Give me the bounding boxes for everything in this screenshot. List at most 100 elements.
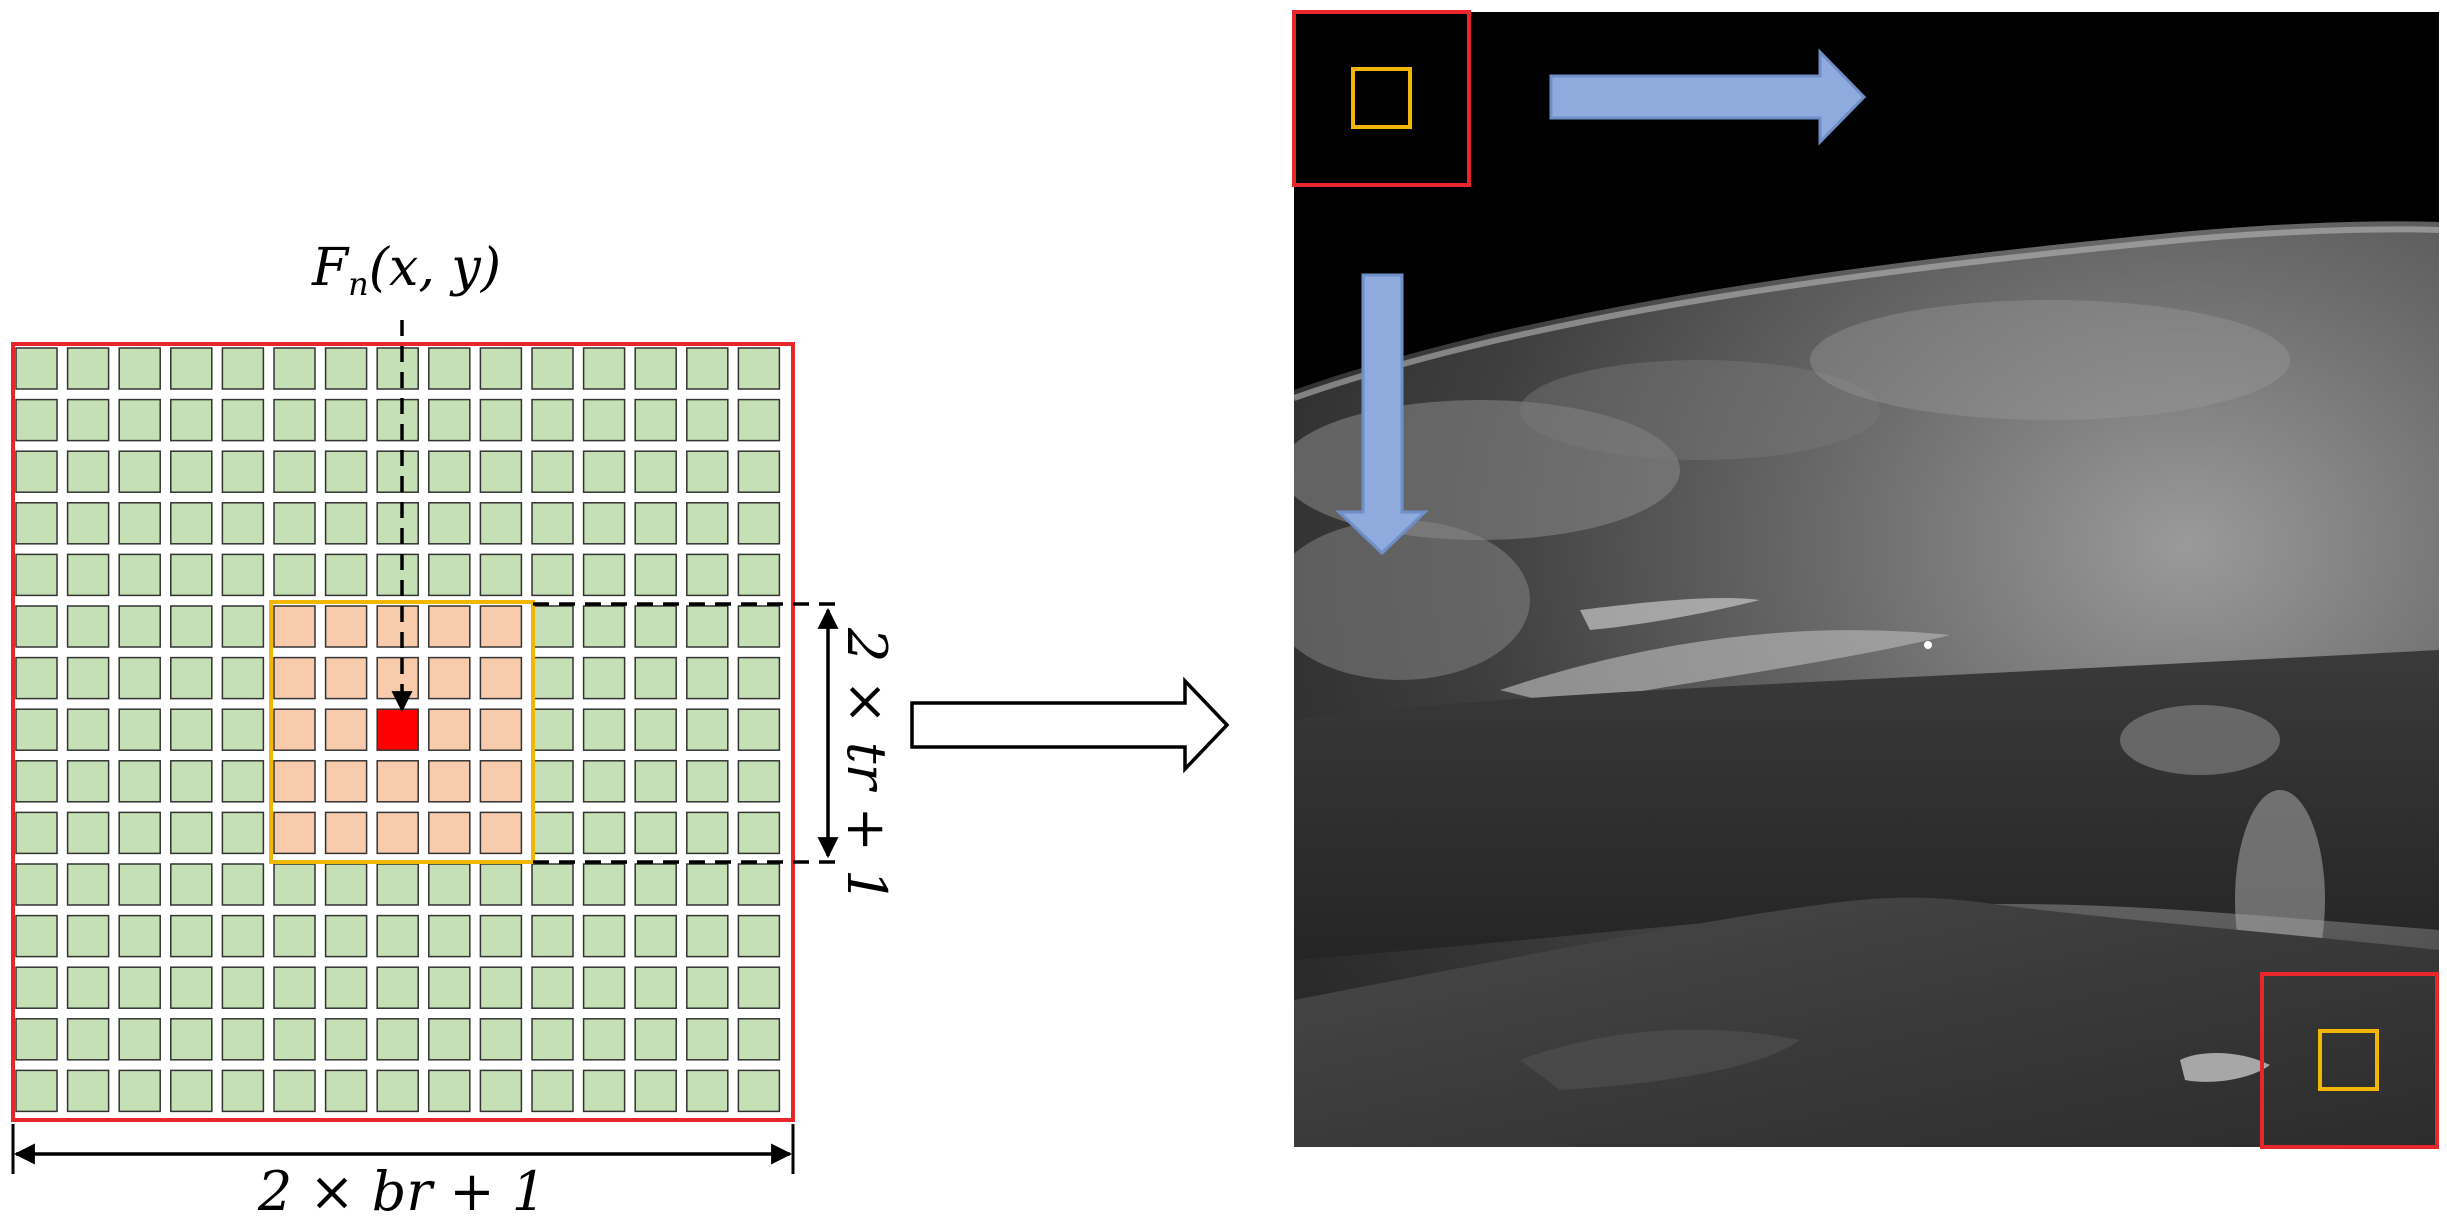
grid-pixel <box>737 760 781 803</box>
satellite-image <box>1294 12 2439 1147</box>
grid-pixel <box>221 863 265 906</box>
grid-pixel <box>686 398 729 442</box>
grid-pixel <box>118 656 161 700</box>
grid-pixel <box>66 605 110 648</box>
grid-pixel <box>170 1018 213 1061</box>
grid-pixel <box>15 1018 58 1061</box>
grid-pixel <box>686 656 729 700</box>
grid-pixel <box>15 914 58 958</box>
grid-pixel <box>531 914 574 958</box>
grid-pixel <box>582 656 626 700</box>
window-pixel <box>324 811 368 855</box>
grid-pixel <box>428 1069 471 1113</box>
grid-pixel <box>66 1018 110 1061</box>
grid-pixel <box>118 863 161 906</box>
grid-pixel <box>118 450 161 493</box>
grid-pixel <box>634 708 677 751</box>
grid-pixel <box>531 1018 574 1061</box>
grid-pixel <box>170 398 213 442</box>
search-block-border <box>11 342 795 1122</box>
grid-pixel <box>737 656 781 700</box>
grid-pixel <box>737 1018 781 1061</box>
grid-pixel <box>428 347 471 390</box>
grid-pixel <box>66 656 110 700</box>
grid-pixel <box>273 1018 316 1061</box>
grid-pixel <box>582 450 626 493</box>
grid-pixel <box>737 966 781 1009</box>
grid-pixel <box>376 398 419 442</box>
window-pixel <box>376 811 419 855</box>
window-height-label: 2 × tr + 1 <box>835 627 898 903</box>
grid-pixel <box>376 863 419 906</box>
window-pixel <box>428 605 471 648</box>
grid-pixel <box>118 605 161 648</box>
grid-pixel <box>582 811 626 855</box>
grid-pixel <box>221 914 265 958</box>
grid-pixel <box>737 708 781 751</box>
grid-pixel <box>170 605 213 648</box>
grid-pixel <box>324 863 368 906</box>
window-pixel <box>428 708 471 751</box>
grid-pixel <box>324 398 368 442</box>
grid-pixel <box>582 398 626 442</box>
grid-pixel <box>686 347 729 390</box>
grid-pixel <box>531 450 574 493</box>
last-neighborhood-window <box>2318 1029 2379 1091</box>
grid-pixel <box>686 863 729 906</box>
grid-pixel <box>582 347 626 390</box>
grid-pixel <box>479 553 523 597</box>
pixel-block-grid <box>15 347 781 1113</box>
grid-pixel <box>531 760 574 803</box>
grid-pixel <box>15 553 58 597</box>
grid-pixel <box>273 398 316 442</box>
grid-pixel <box>170 863 213 906</box>
grid-pixel <box>737 811 781 855</box>
grid-pixel <box>634 1018 677 1061</box>
grid-pixel <box>686 914 729 958</box>
grid-pixel <box>737 863 781 906</box>
first-search-block <box>1292 10 1471 187</box>
grid-pixel <box>15 502 58 545</box>
grid-pixel <box>273 863 316 906</box>
window-pixel <box>479 605 523 648</box>
grid-pixel <box>531 966 574 1009</box>
grid-pixel <box>118 708 161 751</box>
grid-pixel <box>15 347 58 390</box>
grid-pixel <box>531 1069 574 1113</box>
window-pixel <box>273 811 316 855</box>
grid-pixel <box>273 502 316 545</box>
grid-pixel <box>273 1069 316 1113</box>
grid-pixel <box>221 398 265 442</box>
grid-pixel <box>66 966 110 1009</box>
block-width-label: 2 × br + 1 <box>257 1160 546 1220</box>
grid-pixel <box>170 708 213 751</box>
grid-pixel <box>479 1018 523 1061</box>
grid-pixel <box>634 398 677 442</box>
grid-pixel <box>531 656 574 700</box>
grid-pixel <box>170 450 213 493</box>
grid-pixel <box>170 760 213 803</box>
grid-pixel <box>170 1069 213 1113</box>
grid-pixel <box>376 553 419 597</box>
grid-pixel <box>479 347 523 390</box>
neighborhood-window-border <box>269 600 535 864</box>
grid-pixel <box>376 1069 419 1113</box>
grid-pixel <box>66 450 110 493</box>
window-pixel <box>376 605 419 648</box>
grid-pixel <box>221 966 265 1009</box>
grid-pixel <box>15 966 58 1009</box>
grid-pixel <box>221 760 265 803</box>
grid-pixel <box>428 398 471 442</box>
grid-pixel <box>737 553 781 597</box>
grid-pixel <box>118 398 161 442</box>
grid-pixel <box>118 760 161 803</box>
grid-pixel <box>686 502 729 545</box>
grid-pixel <box>324 914 368 958</box>
grid-pixel <box>15 656 58 700</box>
grid-pixel <box>15 605 58 648</box>
grid-pixel <box>634 553 677 597</box>
grid-pixel <box>66 811 110 855</box>
grid-pixel <box>634 605 677 648</box>
window-pixel <box>324 760 368 803</box>
grid-pixel <box>582 966 626 1009</box>
